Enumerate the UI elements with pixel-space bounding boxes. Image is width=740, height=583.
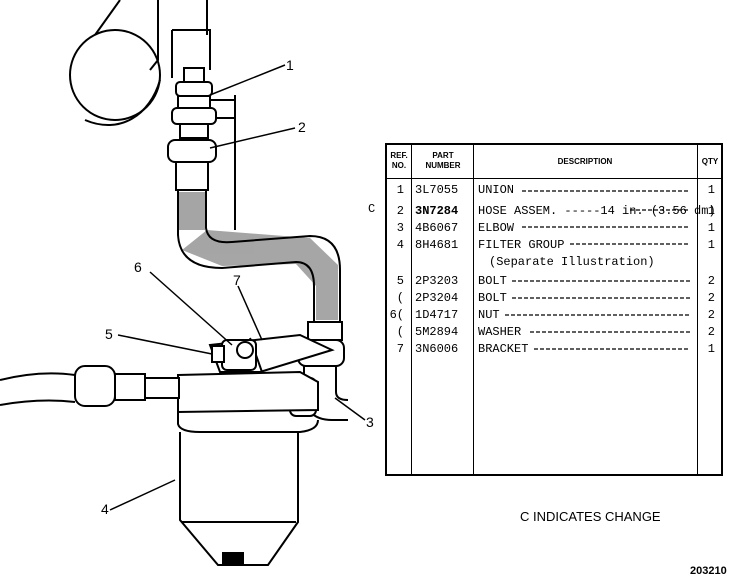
part-number: 2P3204 <box>415 291 459 305</box>
table-row: ( 5M2894 WASHER 2 <box>387 324 721 341</box>
ref-no: 3 <box>396 221 404 235</box>
part-number: 5M2894 <box>415 325 459 339</box>
ref-no: 5 <box>396 274 404 288</box>
ref-no: ( <box>396 325 404 339</box>
description: NUT <box>478 308 500 322</box>
callout-2: 2 <box>298 119 306 135</box>
header-part-number: PART NUMBER <box>425 151 461 170</box>
part-number: 3N7284 <box>415 204 459 218</box>
description: BOLT <box>478 291 507 305</box>
quantity: 2 <box>707 325 715 339</box>
description: WASHER <box>478 325 522 339</box>
quantity: 1 <box>707 204 715 218</box>
ref-no: 6( <box>389 308 404 322</box>
callout-1: 1 <box>286 57 294 73</box>
quantity: 1 <box>707 238 715 252</box>
description: FILTER GROUP <box>478 238 565 252</box>
part-number: 2P3203 <box>415 274 459 288</box>
callout-5: 5 <box>105 326 113 342</box>
header-description: DESCRIPTION <box>557 157 613 166</box>
table-row: (Separate Illustration) <box>387 254 721 271</box>
table-row: 2 3N7284 HOSE ASSEM. -----14 in. (3.56 d… <box>387 203 721 220</box>
part-number: 8H4681 <box>415 238 459 252</box>
part-number: 4B6067 <box>415 221 459 235</box>
callout-6: 6 <box>134 259 142 275</box>
quantity: 2 <box>707 274 715 288</box>
description: BOLT <box>478 274 507 288</box>
table-row: 5 2P3203 BOLT 2 <box>387 273 721 290</box>
table-row: 4 8H4681 FILTER GROUP 1 <box>387 237 721 254</box>
quantity: 2 <box>707 291 715 305</box>
ref-no: 4 <box>396 238 404 252</box>
ref-no: 1 <box>396 183 404 197</box>
description: HOSE ASSEM. -----14 in. (3.56 dm) <box>478 204 716 218</box>
header-qty: QTY <box>701 157 719 166</box>
table-row: ( 2P3204 BOLT 2 <box>387 290 721 307</box>
part-number: 3L7055 <box>415 183 459 197</box>
description: BRACKET <box>478 342 529 356</box>
ref-no: 2 <box>396 204 404 218</box>
part-number: 1D4717 <box>415 308 459 322</box>
callout-3: 3 <box>366 414 374 430</box>
description: (Separate Illustration) <box>489 255 655 269</box>
table-row: 7 3N6006 BRACKET 1 <box>387 341 721 358</box>
change-footnote: C INDICATES CHANGE <box>520 509 661 524</box>
description: UNION <box>478 183 515 197</box>
quantity: 1 <box>707 342 715 356</box>
part-number: 3N6006 <box>415 342 459 356</box>
change-flag: C <box>368 202 376 216</box>
description: ELBOW <box>478 221 515 235</box>
table-row: 6( 1D4717 NUT 2 <box>387 307 721 324</box>
header-ref-no: REF. NO. <box>390 151 408 170</box>
quantity: 2 <box>707 308 715 322</box>
ref-no: ( <box>396 291 404 305</box>
figure-number: 203210 <box>690 565 727 577</box>
table-row: 1 3L7055 UNION 1 <box>387 182 721 199</box>
callout-7: 7 <box>233 272 241 288</box>
callout-4: 4 <box>101 501 109 517</box>
quantity: 1 <box>707 183 715 197</box>
parts-table: REF. NO. PART NUMBER DESCRIPTION QTY 1 3… <box>385 143 723 476</box>
ref-no: 7 <box>396 342 404 356</box>
table-row: 3 4B6067 ELBOW 1 <box>387 220 721 237</box>
quantity: 1 <box>707 221 715 235</box>
